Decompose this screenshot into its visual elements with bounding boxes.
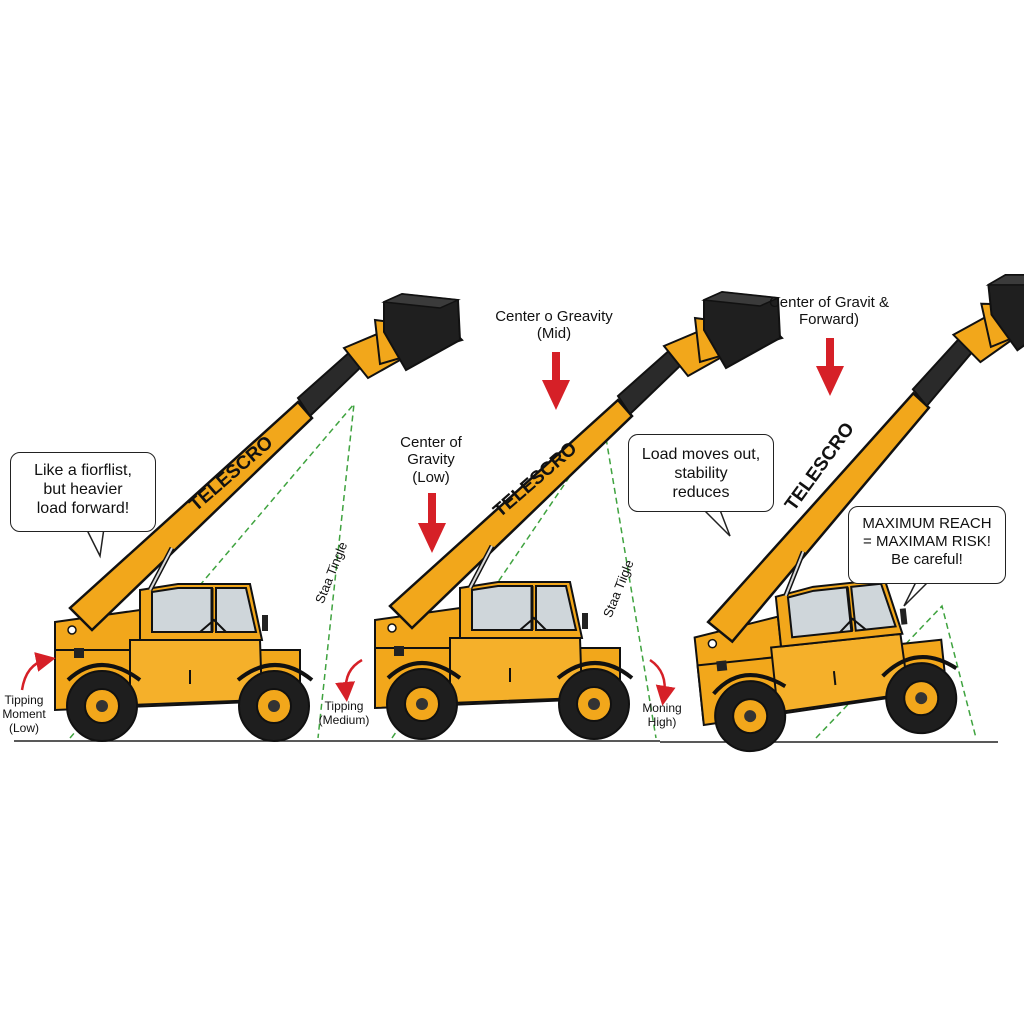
cog-low-line-1: Center of	[400, 434, 462, 451]
bubble-middle-line-3: reduces	[672, 484, 730, 502]
bubble-middle-line-1: Load moves out,	[641, 446, 761, 463]
bubble-right-line-1: MAXIMUM REACH	[862, 515, 992, 532]
bubble-tail-right	[903, 581, 929, 607]
cog-low-line-2: Gravity	[407, 451, 455, 469]
down-arrow-icon	[418, 493, 446, 553]
speech-bubble-right: MAXIMUM REACH = MAXIMAM RISK! Be careful…	[848, 506, 1006, 584]
cog-mid-line-2: (Mid)	[536, 325, 572, 343]
tipping-low-line-3: (Low)	[8, 720, 39, 735]
tipping-medium-line-2: (Medium)	[318, 712, 370, 727]
bubble-tail-left	[85, 527, 105, 559]
tipping-low-line-1: Tipping	[4, 693, 44, 707]
stability-triangle-1	[69, 401, 356, 739]
cog-low-line-3: (Low)	[412, 468, 450, 486]
cog-label-low: Center of Gravity (Low)	[378, 434, 484, 486]
tipping-high-line-1: Moning	[642, 701, 682, 715]
tipping-label-high: Moning High)	[634, 701, 690, 730]
bubble-tail-middle	[703, 509, 731, 537]
bubble-left-line-3: load forward!	[36, 500, 130, 518]
bubble-left-line-1: Like a fiorflist,	[34, 462, 132, 479]
tipping-low-line-2: Moment	[2, 706, 46, 721]
down-arrow-icon	[542, 352, 570, 410]
speech-bubble-left: Like a fiorflist, but heavier load forwa…	[10, 452, 156, 532]
speech-bubble-middle: Load moves out, stability reduces	[628, 434, 774, 512]
boom-brand-1: TELESCRO	[186, 432, 278, 516]
cog-label-mid: Center o Greavity (Mid)	[480, 308, 628, 343]
down-arrow-icon	[816, 338, 844, 396]
tipping-label-medium: Tipping (Medium)	[312, 699, 376, 728]
bubble-right-line-3: Be careful!	[891, 551, 963, 568]
cog-label-forward: Center of Gravit & Forward)	[754, 294, 904, 329]
bubble-middle-line-2: stability	[674, 465, 728, 483]
tipping-high-line-2: High)	[647, 714, 677, 729]
cog-forward-line-2: Forward)	[798, 311, 859, 329]
curved-arrow-icon	[335, 658, 363, 702]
cog-mid-line-1: Center o Greavity	[495, 308, 613, 325]
tipping-label-low: Tipping Moment (Low)	[0, 693, 48, 735]
bubble-left-line-2: but heavier	[43, 481, 123, 499]
cog-forward-line-1: Center of Gravit &	[768, 294, 890, 311]
tipping-medium-line-1: Tipping	[324, 699, 364, 713]
curved-arrow-icon	[20, 652, 56, 691]
bubble-right-line-2: = MAXIMAM RISK!	[863, 533, 991, 550]
curved-arrow-icon	[649, 658, 676, 706]
